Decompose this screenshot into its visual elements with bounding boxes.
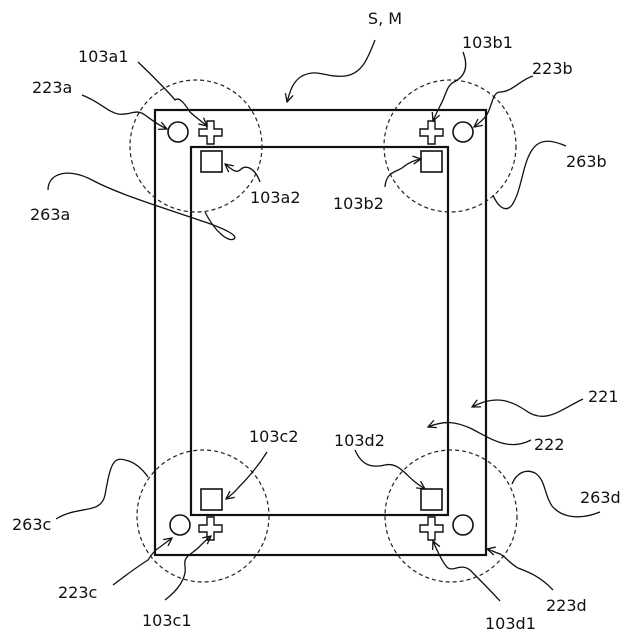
leader-222 — [428, 423, 531, 445]
label-103d2: 103d2 — [334, 431, 385, 450]
leader-223c — [113, 538, 172, 585]
inner-frame-222 — [191, 147, 448, 515]
leader-263c — [56, 459, 148, 519]
square-mark-103b2 — [421, 151, 442, 172]
square-mark-103a2 — [201, 151, 222, 172]
label-103b1: 103b1 — [462, 33, 513, 52]
hole-223c — [170, 515, 190, 535]
label-221: 221 — [588, 387, 619, 406]
label-263d: 263d — [580, 488, 621, 507]
leader-sm — [287, 40, 375, 102]
leader-263a — [48, 173, 235, 239]
label-223d: 223d — [546, 596, 587, 615]
label-223c: 223c — [58, 583, 97, 602]
square-mark-103c2 — [201, 489, 222, 510]
label-103a1: 103a1 — [78, 47, 129, 66]
leader-221 — [472, 399, 583, 416]
label-sm: S, M — [368, 9, 402, 28]
label-103a2: 103a2 — [250, 188, 301, 207]
leader-223d — [487, 549, 553, 590]
label-263a: 263a — [30, 205, 70, 224]
hole-223b — [453, 122, 473, 142]
label-103d1: 103d1 — [485, 614, 536, 633]
label-103c2: 103c2 — [249, 427, 299, 446]
hole-223d — [453, 515, 473, 535]
cross-mark-103a1 — [199, 121, 222, 144]
label-103b2: 103b2 — [333, 194, 384, 213]
leader-103d2 — [355, 450, 425, 489]
label-222: 222 — [534, 435, 565, 454]
label-223a: 223a — [32, 78, 72, 97]
label-263c: 263c — [12, 515, 51, 534]
label-223b: 223b — [532, 59, 573, 78]
leader-223b — [474, 76, 533, 127]
label-103c1: 103c1 — [142, 611, 192, 630]
leader-103a1 — [138, 62, 207, 126]
leader-263b — [493, 141, 566, 208]
cross-mark-103b1 — [420, 121, 443, 144]
square-mark-103d2 — [421, 489, 442, 510]
leader-103c1 — [165, 536, 211, 600]
cross-mark-103d1 — [420, 517, 443, 540]
leader-103c2 — [226, 452, 267, 499]
label-263b: 263b — [566, 152, 607, 171]
hole-223a — [168, 122, 188, 142]
leader-103a2 — [225, 164, 260, 182]
